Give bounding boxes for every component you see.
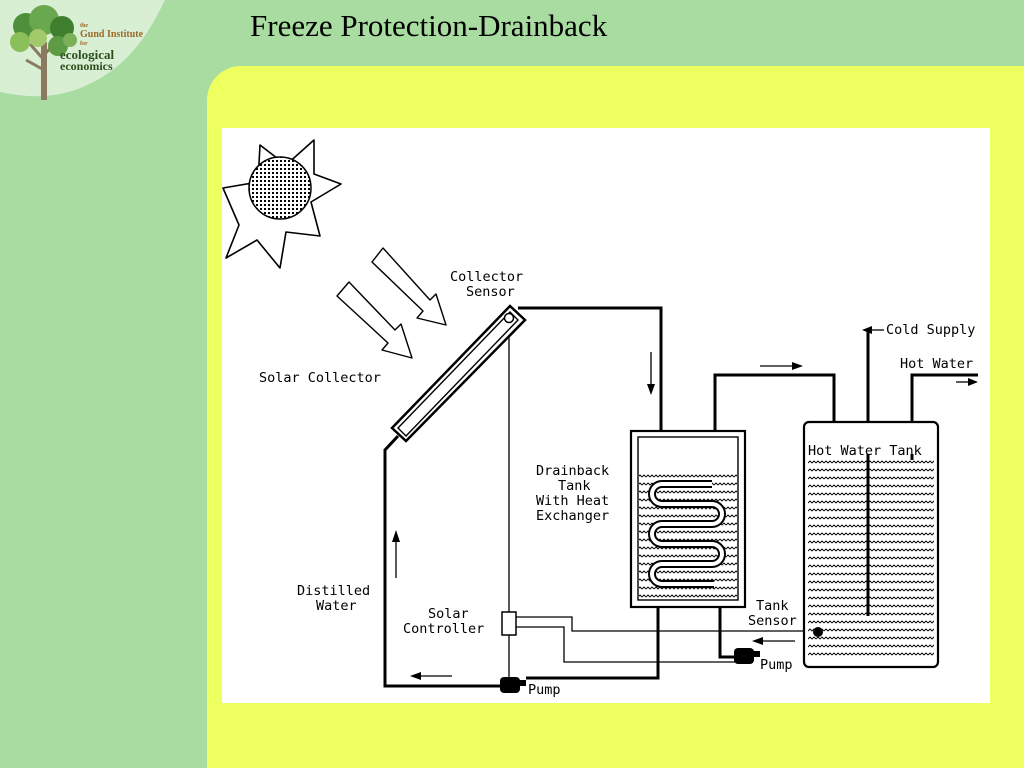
institute-logo: the Gund Institute for ecological econom… [0,0,200,105]
pump-right-icon [734,648,760,664]
label-collector-sensor-2: Sensor [466,284,515,300]
solar-controller-box [501,611,517,636]
sunlight-arrow-lower [336,281,413,359]
slide-title: Freeze Protection-Drainback [250,8,608,43]
label-solar-controller-2: Controller [403,621,484,637]
sunlight-arrow-upper [371,247,447,326]
label-drainback-tank: Drainback [536,463,609,479]
drainback-diagram: Collector Sensor Solar Collector Cold Su… [222,128,990,703]
label-pump-left: Pump [528,682,561,698]
flow-arrows [392,326,978,680]
label-drainback-tank-2: Tank [558,478,591,494]
label-drainback-tank-4: Exchanger [536,508,609,524]
drainback-tank [629,429,747,609]
tree-icon [10,5,77,100]
sun-icon [222,139,342,269]
hot-water-tank [802,420,940,669]
label-distilled-water-2: Water [316,598,357,614]
solar-collector [390,304,527,443]
logo-economics: economics [60,59,113,73]
logo-the: the [80,23,88,29]
label-collector-sensor: Collector [450,269,523,285]
label-hot-water: Hot Water [900,356,973,372]
logo-gund: Gund Institute [80,29,144,40]
pump-left-icon [500,677,526,693]
logo-ecological: ecological [60,47,115,62]
label-solar-collector: Solar Collector [259,370,381,386]
label-tank-sensor: Tank [756,598,789,614]
sensor-wires [508,320,818,680]
label-drainback-tank-3: With Heat [536,493,609,509]
label-tank-sensor-2: Sensor [748,613,797,629]
label-distilled-water: Distilled [297,583,370,599]
label-solar-controller: Solar [428,606,469,622]
label-pump-right: Pump [760,657,793,673]
tank-sensor-icon [813,627,823,637]
label-hot-water-tank: Hot Water Tank [808,443,922,459]
logo-for: for [80,41,88,47]
label-cold-supply: Cold Supply [886,322,975,338]
collector-sensor-icon [503,312,515,324]
